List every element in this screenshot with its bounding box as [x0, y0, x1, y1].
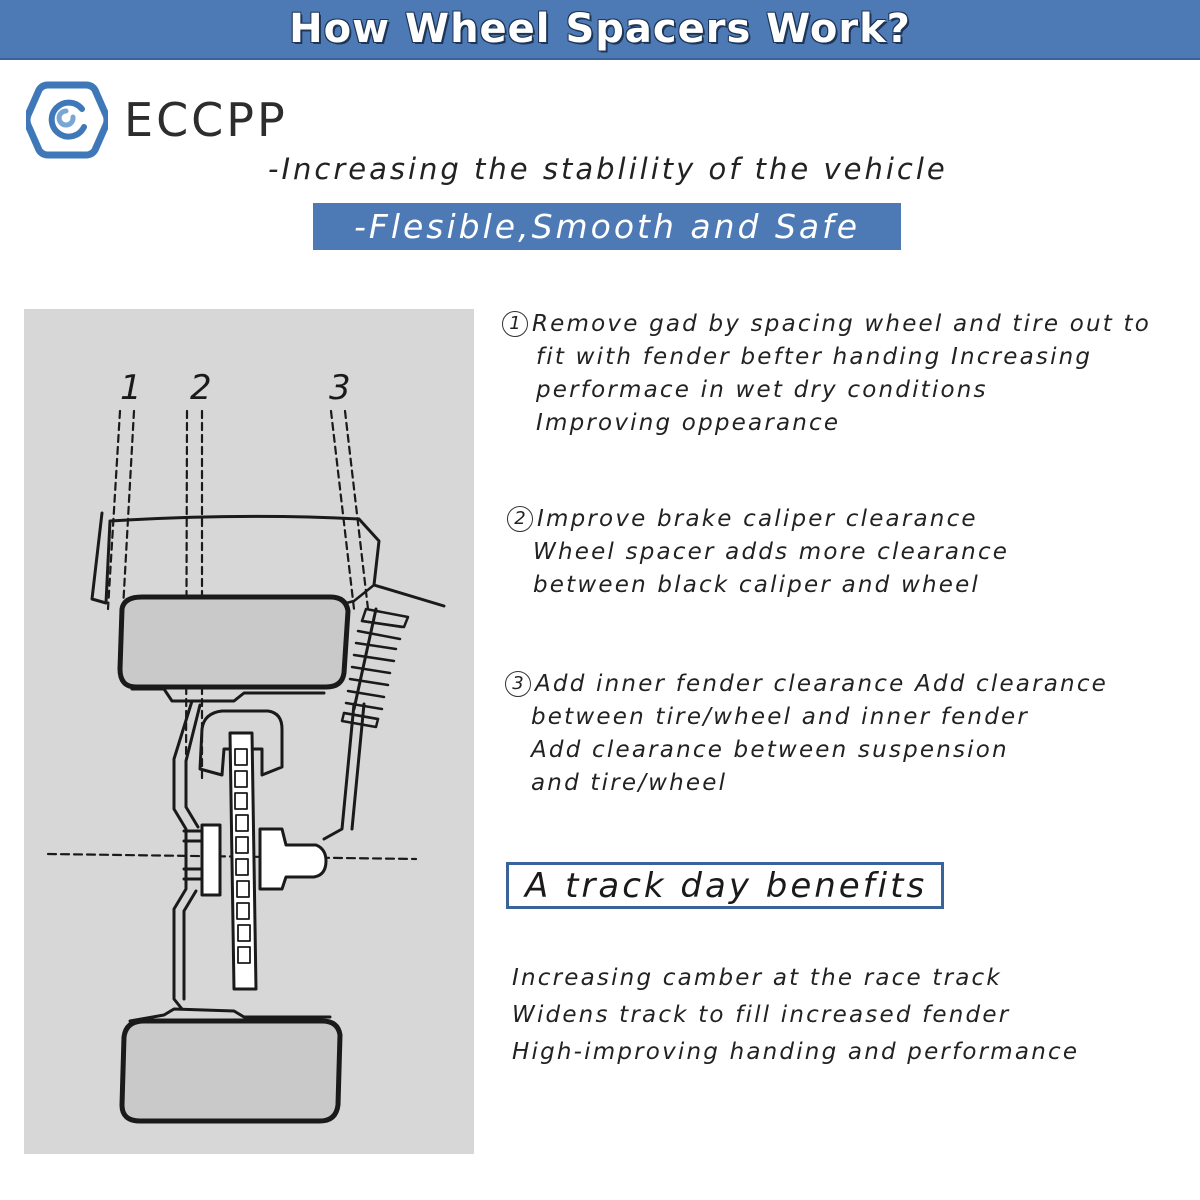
feature-number-3: 3 — [505, 671, 531, 697]
diagram-label-1: 1 — [120, 368, 142, 408]
feature-3-line-4: and tire/wheel — [531, 770, 728, 796]
track-day-heading-box: A track day benefits — [506, 862, 944, 909]
benefit-item: High-improving handing and performance — [512, 1039, 1080, 1065]
hexagon-cycle-icon — [26, 81, 108, 159]
diagram-label-3: 3 — [329, 368, 351, 408]
title-banner: How Wheel Spacers Work? — [0, 0, 1200, 60]
brand-name: ECCPP — [124, 93, 288, 147]
feature-1-line-2: fit with fender befter handing Increasin… — [536, 344, 1093, 370]
feature-3-line-3: Add clearance between suspension — [531, 737, 1009, 763]
feature-2-line-1: Improve brake caliper clearance — [537, 506, 978, 532]
feature-1-line-1: Remove gad by spacing wheel and tire out… — [532, 311, 1151, 337]
feature-number-2: 2 — [507, 506, 533, 532]
track-day-benefits-list: Increasing camber at the race track Wide… — [512, 960, 1079, 1071]
benefit-item: Increasing camber at the race track — [512, 965, 1002, 991]
slogan-text: -Flesible,Smooth and Safe — [353, 207, 861, 246]
diagram-label-2: 2 — [190, 368, 212, 408]
feature-number-1: 1 — [502, 311, 528, 337]
slogan-banner: -Flesible,Smooth and Safe — [313, 203, 901, 250]
benefit-item: Widens track to fill increased fender — [512, 1002, 1011, 1028]
tagline: -Increasing the stablility of the vehicl… — [268, 152, 948, 186]
feature-1-line-3: performace in wet dry conditions — [536, 377, 988, 403]
feature-2-line-2: Wheel spacer adds more clearance — [533, 539, 1010, 565]
feature-1-line-4: Improving oppearance — [536, 410, 841, 436]
wheel-spacer-diagram: 1 2 3 — [24, 309, 474, 1154]
suspension-illustration: 1 2 3 — [46, 368, 446, 1124]
brand-logo: ECCPP — [26, 78, 288, 162]
feature-3-line-2: between tire/wheel and inner fender — [531, 704, 1029, 730]
feature-3-line-1: Add inner fender clearance Add clearance — [535, 671, 1109, 697]
page-title: How Wheel Spacers Work? — [289, 6, 911, 52]
feature-2-line-3: between black caliper and wheel — [533, 572, 981, 598]
track-day-heading: A track day benefits — [525, 865, 928, 906]
